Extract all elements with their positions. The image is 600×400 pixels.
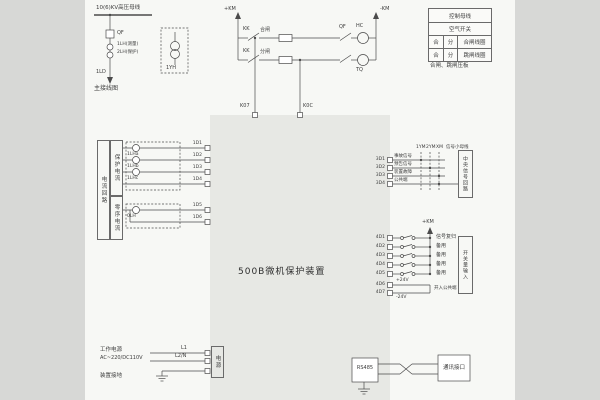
signal-circuit-lines bbox=[387, 152, 458, 190]
ct-measure-label: 1LH(测量) bbox=[117, 42, 139, 47]
zero-current-box: 零序电流 bbox=[110, 196, 123, 240]
terminal-label: 1D2 bbox=[192, 153, 202, 158]
power-l1-label: L1 bbox=[181, 345, 187, 351]
table-row-control-bus: 控制母线 bbox=[448, 13, 471, 20]
relay-trip-label: K0C bbox=[303, 103, 313, 109]
table-cell-open2: 分 bbox=[443, 49, 457, 61]
trip-op-label: 分闸 bbox=[260, 49, 271, 55]
central-signal-box: 中央信号回路 bbox=[458, 150, 473, 198]
hv-bus-label: 10(6)KV高压母线 bbox=[96, 5, 141, 11]
ct-label-c: 1LHc bbox=[127, 176, 139, 181]
terminal-label: 4D3 bbox=[375, 253, 385, 258]
signal-row-label: 装置故障 bbox=[394, 170, 412, 175]
switch-input-label: 开关量输入 bbox=[462, 250, 468, 280]
main-diagram-caption: 主接线图 bbox=[94, 85, 119, 92]
relay-close-label: K07 bbox=[240, 103, 250, 109]
protect-current-box: 保护电流 bbox=[110, 140, 123, 196]
input-pos-rail-label: +KM bbox=[422, 219, 434, 225]
control-circuit-lines bbox=[235, 12, 379, 118]
ct-label-zero: 0LH bbox=[127, 214, 136, 219]
ct-label-a: 1LHa bbox=[127, 152, 139, 157]
current-group-label: 电流回路 bbox=[100, 176, 107, 204]
control-switch1-label: KK bbox=[243, 26, 250, 32]
input-circuit-lines bbox=[387, 227, 433, 296]
pos-rail-label: +KM bbox=[224, 6, 236, 12]
signal-bus-2: 2YM bbox=[426, 145, 436, 150]
terminal-label: 1D5 bbox=[192, 203, 202, 208]
terminal-label: 3D1 bbox=[375, 157, 385, 162]
terminal-label: 3D4 bbox=[375, 181, 385, 186]
trip-coil-label: TQ bbox=[356, 67, 363, 73]
terminal-label: 3D3 bbox=[375, 173, 385, 178]
power-rating-label: AC~220/DC110V bbox=[100, 355, 143, 361]
terminal-label: 1D3 bbox=[192, 165, 202, 170]
signal-bus-3: XM bbox=[436, 145, 443, 150]
ct-protect-label: 2LH(保护) bbox=[117, 50, 139, 55]
terminal-label: 1D4 bbox=[192, 177, 202, 182]
table-cell-close-coil: 合闸线圈 bbox=[457, 36, 491, 48]
input-row-label: 备用 bbox=[436, 252, 447, 258]
input-wire-label: -24V bbox=[396, 295, 407, 300]
protection-device-body bbox=[210, 115, 390, 400]
terminal-label: 4D7 bbox=[375, 290, 385, 295]
terminal-label: 1D1 bbox=[192, 141, 202, 146]
table-cell-close: 合 bbox=[433, 40, 439, 46]
signal-row-label: 事故信号 bbox=[394, 154, 412, 159]
control-bus-table: 控制母线 空气开关 合 分 合闸线圈 合 分 跳闸线圈 bbox=[428, 8, 492, 62]
protect-current-label: 保护电流 bbox=[113, 154, 120, 182]
power-l2-label: L2/N bbox=[175, 353, 187, 359]
terminal-label: 1D6 bbox=[192, 215, 202, 220]
plate-note-label: 合闸、跳闸压板 bbox=[430, 63, 469, 69]
table-cell-open: 分 bbox=[443, 36, 457, 48]
device-ground-label: 装置接地 bbox=[100, 373, 123, 379]
signal-row-label: 公共端 bbox=[394, 178, 408, 183]
input-common-label: 开入公共端 bbox=[434, 286, 457, 291]
power-unit-box: 电源 bbox=[211, 346, 224, 378]
zero-current-label: 零序电流 bbox=[113, 204, 120, 232]
terminal-label: 3D2 bbox=[375, 165, 385, 170]
input-wire-label: +24V bbox=[396, 278, 409, 283]
signal-bus-caption: 信号小母线 bbox=[446, 145, 469, 150]
input-row-label: 备用 bbox=[436, 261, 447, 267]
current-circuit-lines bbox=[123, 141, 211, 229]
device-title: 500B微机保护装置 bbox=[238, 267, 326, 277]
power-circuit-lines bbox=[150, 350, 211, 382]
qf-aux-label: QF bbox=[339, 24, 346, 30]
comm-port-label: 通讯接口 bbox=[442, 365, 465, 371]
close-coil-label: HC bbox=[356, 23, 364, 29]
terminal-label: 4D4 bbox=[375, 262, 385, 267]
table-cell-close2: 合 bbox=[433, 53, 439, 59]
pt-label: 1YH bbox=[166, 65, 176, 71]
feeder-label: 1LD bbox=[96, 69, 106, 75]
control-switch2-label: KK bbox=[243, 48, 250, 54]
input-row-label: 备用 bbox=[436, 243, 447, 249]
neg-rail-label: -KM bbox=[380, 6, 390, 12]
terminal-label: 4D2 bbox=[375, 244, 385, 249]
power-unit-label: 电源 bbox=[214, 355, 221, 369]
input-row-label: 信号复归 bbox=[436, 234, 457, 240]
table-row-air-switch: 空气开关 bbox=[448, 27, 471, 33]
central-signal-label: 中央信号回路 bbox=[462, 156, 468, 192]
current-group-box: 电流回路 bbox=[97, 140, 110, 240]
breaker-label: QF bbox=[117, 30, 124, 36]
rs485-label: RS485 bbox=[356, 365, 374, 371]
input-row-label: 备用 bbox=[436, 270, 447, 276]
comm-circuit-lines bbox=[351, 354, 471, 395]
signal-row-label: 预告信号 bbox=[394, 162, 412, 167]
close-op-label: 合闸 bbox=[260, 27, 271, 33]
main-wiring-lines bbox=[94, 13, 189, 84]
switch-input-box: 开关量输入 bbox=[458, 236, 473, 294]
terminal-label: 4D6 bbox=[375, 282, 385, 287]
power-title-label: 工作电源 bbox=[100, 347, 123, 353]
terminal-label: 4D1 bbox=[375, 235, 385, 240]
table-cell-trip-coil: 跳闸线圈 bbox=[457, 49, 491, 61]
terminal-label: 4D5 bbox=[375, 271, 385, 276]
ct-label-b: 1LHb bbox=[127, 164, 139, 169]
signal-bus-1: 1YM bbox=[416, 145, 426, 150]
